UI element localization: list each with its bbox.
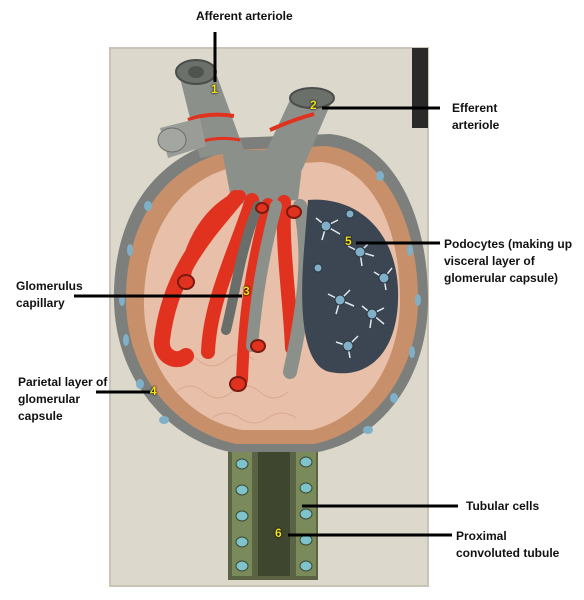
- label-proximal-tubule: Proximal convoluted tubule: [456, 529, 560, 560]
- marker-3: 3: [243, 284, 250, 298]
- label-efferent-arteriole: Efferent arteriole: [452, 101, 500, 132]
- leader-lines: [74, 32, 458, 537]
- proximal-tubule: [228, 448, 318, 580]
- marker-2: 2: [310, 98, 317, 112]
- marker-5: 5: [345, 234, 352, 248]
- label-afferent-arteriole: Afferent arteriole: [196, 9, 293, 23]
- marker-4: 4: [150, 384, 157, 398]
- label-glomerulus-capillary: Glomerulus capillary: [16, 279, 83, 310]
- label-podocytes: Podocytes (making up visceral layer of g…: [444, 237, 573, 285]
- label-parietal-layer: Parietal layer of glomerular capsule: [18, 375, 108, 423]
- marker-6: 6: [275, 526, 282, 540]
- marker-1: 1: [211, 82, 218, 96]
- label-tubular-cells: Tubular cells: [466, 499, 540, 513]
